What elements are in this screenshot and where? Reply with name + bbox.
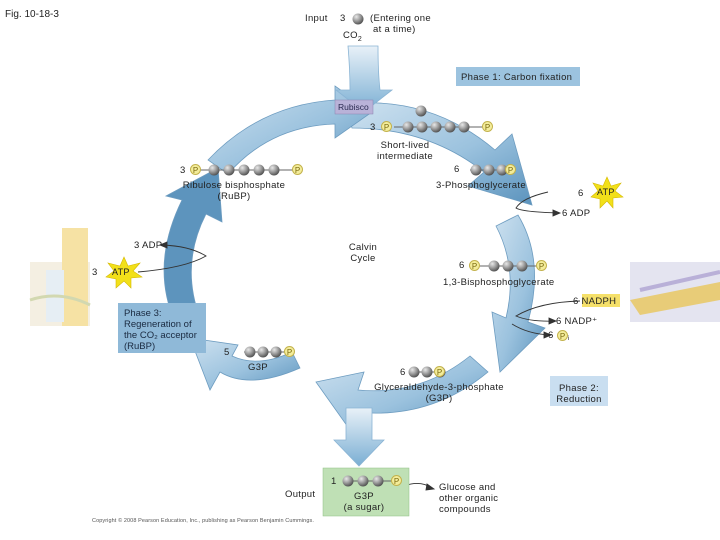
g3p-output-molecule [342, 475, 394, 487]
rubp-line2: (RuBP) [217, 191, 251, 202]
input-arrow [334, 45, 394, 113]
nadph-label: 6 NADPH [573, 296, 617, 307]
pi-count: 6 [548, 330, 554, 341]
g3p-recycle-count: 5 [224, 347, 230, 358]
phosphate-icon: P [482, 121, 493, 132]
atp-starburst-phase3 [105, 256, 143, 289]
phase2-line2: Reduction [556, 394, 602, 405]
co2-subscript: 2 [357, 35, 363, 43]
left-photo-strip [29, 228, 91, 326]
copyright-text: Copyright © 2008 Pearson Education, Inc.… [92, 518, 314, 524]
phase3-line1: Phase 3: [124, 308, 162, 319]
output-arrow [333, 407, 385, 467]
intermediate-line2: intermediate [377, 151, 433, 162]
g3p-main-line1: Glyceraldehyde-3-phosphate [374, 382, 504, 393]
g3p-main-label: Glyceraldehyde-3-phosphate (G3P) [366, 382, 512, 404]
adp3-label: 3 ADP [134, 240, 163, 251]
rubp-molecule [198, 164, 298, 176]
phosphate-icon: P [505, 164, 516, 175]
co2-molecule [352, 13, 364, 25]
bpg-label: 1,3-Bisphosphoglycerate [443, 277, 555, 288]
pi-subscript: i [568, 336, 570, 342]
atp2-label: ATP [597, 187, 615, 197]
calvin-line2: Cycle [350, 253, 376, 264]
phosphate-icon: P [536, 260, 547, 271]
rubp-count: 3 [180, 165, 186, 176]
output-count: 1 [331, 476, 337, 487]
calvin-cycle-label: Calvin Cycle [338, 242, 388, 264]
phosphate-icon: P [391, 475, 402, 486]
atp-starburst-phase2 [590, 176, 624, 209]
input-count: 3 [340, 13, 346, 24]
phosphate-icon: P [469, 260, 480, 271]
output-line1: G3P [354, 491, 374, 502]
rubp-line1: Ribulose bisphosphate [182, 180, 286, 191]
intermediate-molecule [394, 121, 488, 133]
bpg-molecule [474, 260, 540, 272]
intermediate-label: Short-lived intermediate [366, 140, 444, 162]
intermediate-count: 3 [370, 122, 376, 133]
input-note-line2: at a time) [373, 24, 416, 35]
phase2-box [550, 376, 608, 406]
calvin-line1: Calvin [348, 242, 378, 253]
phosphate-icon: P [434, 366, 445, 377]
g3p-main-count: 6 [400, 367, 406, 378]
g3p-main-line2: (G3P) [425, 393, 453, 404]
input-note-line1: (Entering one [370, 13, 431, 24]
atp3-count: 3 [92, 267, 98, 278]
glucose-line3: compounds [439, 504, 491, 515]
side-arrows [137, 191, 581, 491]
phosphate-icon: P [284, 346, 295, 357]
phase3-line2: Regeneration of [124, 319, 192, 330]
intermediate-line1: Short-lived [380, 140, 430, 151]
rubisco-box [334, 99, 374, 115]
pga-molecule [470, 164, 510, 176]
glucose-label: Glucose and other organic compounds [439, 482, 498, 515]
phase3-label: Phase 3: Regeneration of the CO₂ accepto… [120, 306, 201, 354]
output-line2: (a sugar) [343, 502, 385, 513]
bpg-count: 6 [459, 260, 465, 271]
glucose-line1: Glucose and [439, 482, 496, 493]
nadph-box [582, 294, 620, 307]
phase3-box [118, 303, 206, 353]
co2-label: CO2 [343, 30, 362, 45]
input-note: (Entering one at a time) [370, 13, 431, 35]
phase2-label: Phase 2: Reduction [550, 383, 608, 405]
right-photo-strip [630, 262, 720, 322]
output-label: Output [285, 489, 316, 500]
atp3-label: ATP [112, 267, 130, 277]
pi-phosphate-icon: P [557, 330, 568, 341]
adp2-label: 6 ADP [562, 208, 591, 219]
pga-label: 3-Phosphoglycerate [436, 180, 526, 191]
input-label: Input [305, 13, 328, 24]
phosphate-icon: P [292, 164, 303, 175]
output-box [322, 467, 410, 517]
atp2-count: 6 [578, 188, 584, 199]
nadp-label: 6 NADP⁺ [556, 316, 598, 327]
phase3-line3: the CO₂ acceptor [124, 330, 197, 341]
phase1-box [456, 67, 580, 86]
pga-count: 6 [454, 164, 460, 175]
rubisco-label: Rubisco [338, 102, 369, 112]
phosphate-icon: P [190, 164, 201, 175]
phase2-line1: Phase 2: [559, 383, 599, 394]
glucose-line2: other organic [439, 493, 499, 504]
output-g3p-label: G3P (a sugar) [336, 491, 392, 513]
g3p-recycle-label: G3P [248, 362, 268, 373]
rubp-label: Ribulose bisphosphate (RuBP) [176, 180, 292, 202]
rubisco-carbon [415, 105, 427, 117]
phase1-label: Phase 1: Carbon fixation [461, 72, 573, 83]
phase3-line4: (RuBP) [124, 341, 156, 352]
phosphate-icon: P [381, 121, 392, 132]
co2-text: CO [343, 30, 358, 41]
g3p-recycle-molecule [244, 346, 288, 358]
figure-label: Fig. 10-18-3 [5, 9, 59, 20]
